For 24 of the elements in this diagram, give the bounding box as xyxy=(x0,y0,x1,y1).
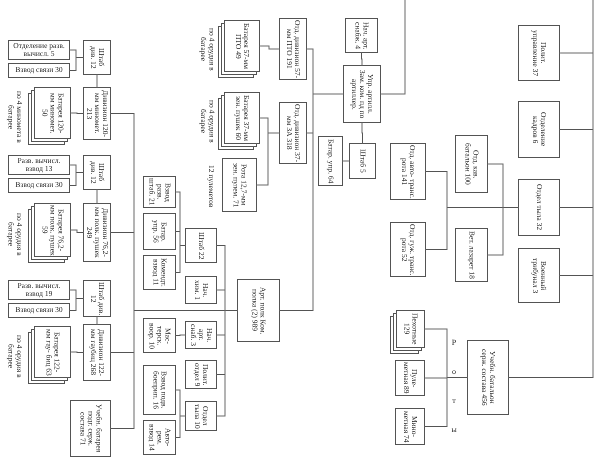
connector-line xyxy=(96,316,98,324)
connector-line xyxy=(176,416,186,438)
connector-line xyxy=(176,334,186,336)
connector-line xyxy=(96,190,98,204)
connector-line xyxy=(70,352,84,353)
connector-line xyxy=(380,0,406,94)
connector-line xyxy=(280,94,344,311)
connector-line xyxy=(256,132,280,186)
connector-line xyxy=(70,112,84,114)
connector-line xyxy=(176,245,186,273)
connector-line xyxy=(70,298,84,311)
connector-line xyxy=(362,122,363,144)
group-label: Роты xyxy=(451,337,457,436)
connector-line xyxy=(70,230,84,233)
connector-line xyxy=(96,74,98,88)
connector-line xyxy=(361,52,362,66)
connector-line xyxy=(508,0,594,378)
connector-line xyxy=(70,57,84,71)
connector-line xyxy=(342,160,350,162)
connector-line xyxy=(424,377,468,427)
connector-line xyxy=(70,172,84,186)
connector-line xyxy=(260,46,280,50)
connector-line xyxy=(488,207,518,256)
connector-line xyxy=(110,310,238,429)
